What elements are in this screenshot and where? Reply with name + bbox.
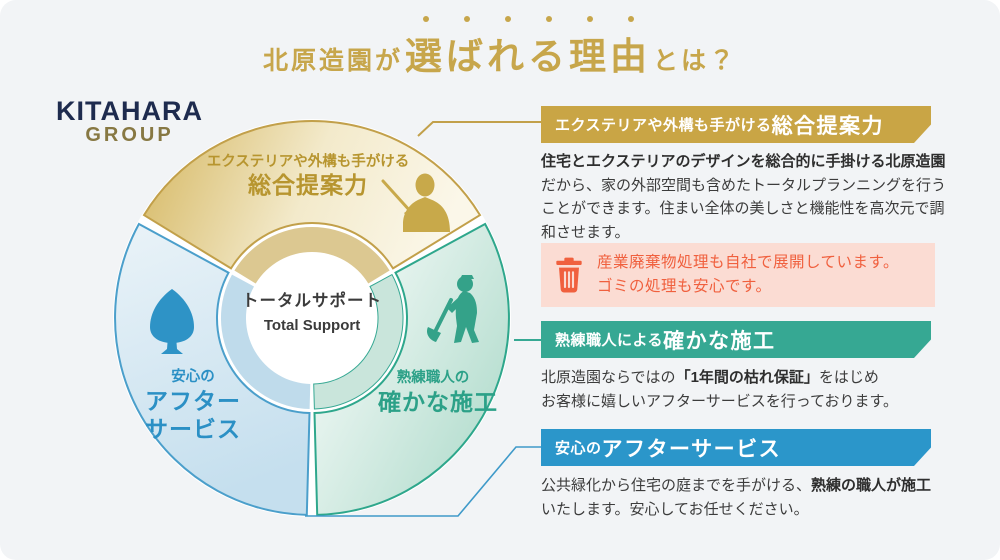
- waste-disposal-callout-text: 産業廃棄物処理も自社で展開しています。 ゴミの処理も安心です。: [597, 254, 899, 296]
- sector-proposal-inner-ring: [234, 227, 390, 284]
- logo-line-1: KITAHARA: [56, 96, 203, 126]
- wheel-center-label: トータルサポート Total Support: [242, 290, 382, 334]
- sector-aftercare-small-label: 安心の: [171, 367, 215, 385]
- panel-header-proposal: エクステリアや外構も手がける総合提案力: [541, 106, 931, 143]
- trash-icon: [556, 257, 582, 293]
- tree-icon: [150, 289, 194, 354]
- sector-proposal: エクステリアや外構も手がける 総合提案力: [142, 120, 482, 284]
- title-prefix: 北原造園が: [262, 47, 403, 75]
- sector-construction-big-label: 確かな施工: [378, 389, 498, 415]
- sector-aftercare: 安心の アフター サービス: [114, 222, 311, 516]
- sector-construction-inner-ring: [313, 273, 404, 410]
- center-label-ja: トータルサポート: [242, 290, 382, 310]
- kitahara-group-logo: KITAHARA GROUP: [56, 97, 203, 146]
- panel-header-construction: 熟練職人による確かな施工: [541, 321, 931, 358]
- sector-aftercare-big-label-1: アフター: [145, 388, 241, 414]
- panel-header-proposal-small: エクステリアや外構も手がける: [555, 117, 772, 134]
- sector-construction: 熟練職人の 確かな施工: [313, 222, 510, 516]
- sector-aftercare-big-label-2: サービス: [145, 416, 241, 442]
- panel-body-proposal: 住宅とエクステリアのデザインを総合的に手掛ける北原造園だから、家の外部空間も含め…: [541, 153, 947, 242]
- waste-disposal-callout: 産業廃棄物処理も自社で展開しています。 ゴミの処理も安心です。: [541, 243, 935, 308]
- sector-aftercare-inner-ring: [220, 274, 311, 409]
- title-emphasis: 選ばれる理由: [405, 16, 651, 80]
- panel-header-aftercare-big: アフターサービス: [601, 437, 782, 461]
- page-title: 北原造園が選ばれる理由とは？: [0, 16, 1000, 80]
- connector-proposal-line: [417, 121, 543, 137]
- panel-header-aftercare-small: 安心の: [555, 440, 602, 457]
- center-label-en: Total Support: [264, 317, 360, 334]
- title-suffix: とは？: [653, 47, 738, 75]
- panel-body-construction: 北原造園ならではの「1年間の枯れ保証」をはじめ お客様に嬉しいアフターサービスを…: [541, 369, 899, 410]
- logo-line-2: GROUP: [85, 124, 174, 147]
- connector-aftercare-line: [305, 446, 543, 517]
- sector-proposal-big-label: 総合提案力: [248, 172, 368, 198]
- panel-header-aftercare: 安心のアフターサービス: [541, 429, 931, 466]
- panel-header-construction-big: 確かな施工: [663, 329, 776, 353]
- sector-construction-small-label: 熟練職人の: [397, 368, 470, 386]
- panel-header-construction-small: 熟練職人による: [555, 332, 664, 349]
- panel-body-aftercare: 公共緑化から住宅の庭までを手がける、熟練の職人が施工 いたします。安心してお任せ…: [541, 477, 932, 518]
- sector-proposal-small-label: エクステリアや外構も手がける: [207, 152, 410, 170]
- panel-header-proposal-big: 総合提案力: [771, 114, 885, 138]
- worker-shovel-icon: [426, 275, 479, 343]
- presenter-icon: [381, 173, 450, 232]
